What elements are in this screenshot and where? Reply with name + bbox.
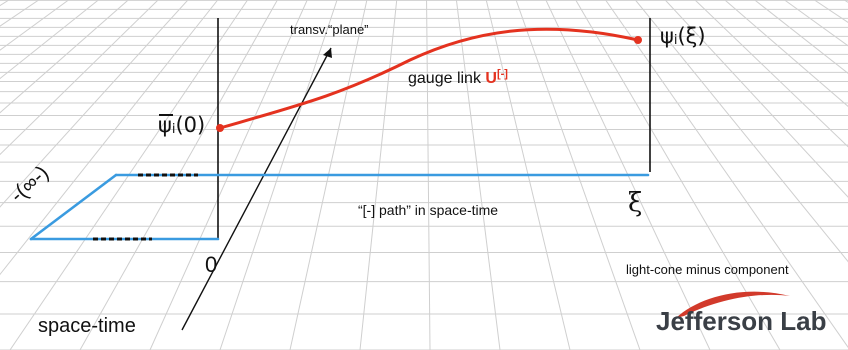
xi-label: ξ [628, 188, 643, 218]
logo-swoosh [676, 291, 790, 318]
path-label: “[-] path” in space-time [358, 202, 499, 218]
transverse-plane-label: transv.“plane” [290, 22, 369, 37]
origin-label: 0 [205, 252, 218, 277]
gauge-link-text: gauge link [408, 70, 481, 87]
psi-bar-zero-label: ψi(0) [158, 113, 206, 137]
gauge-link-end-point [634, 36, 642, 44]
gauge-link-label: gauge link U[-] [408, 68, 508, 88]
gauge-link-curve [218, 27, 640, 130]
minus-path [29, 173, 650, 241]
gauge-link-symbol: U[-] [485, 68, 508, 87]
spacetime-label: space-time [38, 315, 136, 337]
transverse-axis-arrowhead [323, 48, 332, 58]
infinity-dashes [93, 173, 198, 241]
jefferson-lab-logo: Jefferson Lab [656, 306, 827, 336]
transverse-axis [181, 47, 332, 331]
light-cone-label: light-cone minus component [626, 262, 789, 277]
gauge-link-start-point [216, 124, 224, 132]
psi-bar-symbol: ψ [158, 113, 173, 137]
psi-xi-label: ψi(ξ) [660, 24, 706, 48]
